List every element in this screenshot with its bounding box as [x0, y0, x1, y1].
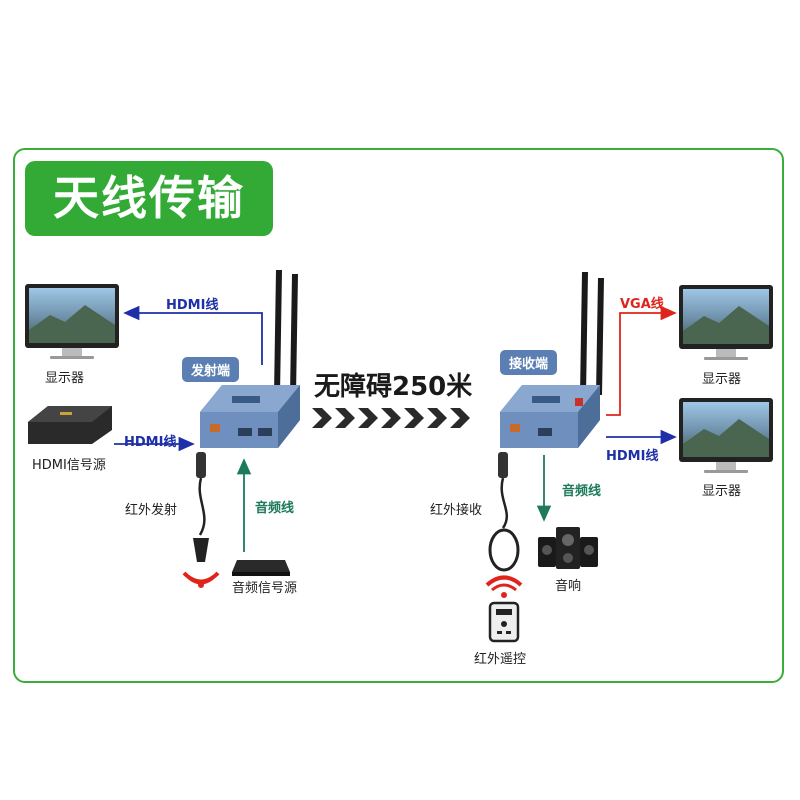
transmitter-antennas	[274, 270, 298, 395]
vga-label: VGA线	[620, 297, 664, 312]
hdmi-source-label: HDMI信号源	[32, 458, 106, 473]
right-audio-line-label: 音频线	[562, 484, 602, 499]
speaker-set	[538, 527, 598, 569]
transmitter-tag: 发射端	[182, 357, 240, 382]
left-display-label: 显示器	[45, 371, 85, 386]
audio-source-device	[232, 560, 290, 576]
left-hdmi-in-label: HDMI线	[124, 435, 177, 450]
receiver-antennas	[580, 272, 604, 395]
left-audio-line-label: 音频线	[255, 501, 295, 516]
remote-control	[488, 601, 520, 643]
right-hdmi-label: HDMI线	[606, 449, 659, 464]
distance-label: 无障碍250米	[314, 372, 473, 402]
speaker-label: 音响	[555, 579, 582, 594]
ir-tx-label: 红外发射	[125, 503, 178, 518]
receiver-tag: 接收端	[500, 350, 558, 375]
left-hdmi-out-label: HDMI线	[166, 298, 219, 313]
hdmi-source-box	[28, 406, 112, 444]
left-monitor	[25, 284, 119, 359]
receiver-device	[500, 385, 600, 448]
right-display2-label: 显示器	[702, 484, 742, 499]
right-monitor-1	[679, 285, 773, 360]
right-monitor-2	[679, 398, 773, 473]
remote-label: 红外遥控	[474, 652, 527, 667]
ir-receiver	[485, 452, 523, 598]
right-display1-label: 显示器	[702, 372, 742, 387]
transmitter-device	[200, 385, 300, 448]
audio-source-label: 音频信号源	[232, 581, 298, 596]
vga-arrow	[606, 305, 677, 416]
ir-rx-label: 红外接收	[430, 503, 483, 518]
hdmi-out-arrow	[123, 305, 263, 365]
diagram-frame	[13, 148, 784, 683]
title-badge: 天线传输	[25, 161, 273, 236]
ir-transmitter	[182, 452, 220, 588]
transmission-chevrons	[312, 408, 470, 428]
